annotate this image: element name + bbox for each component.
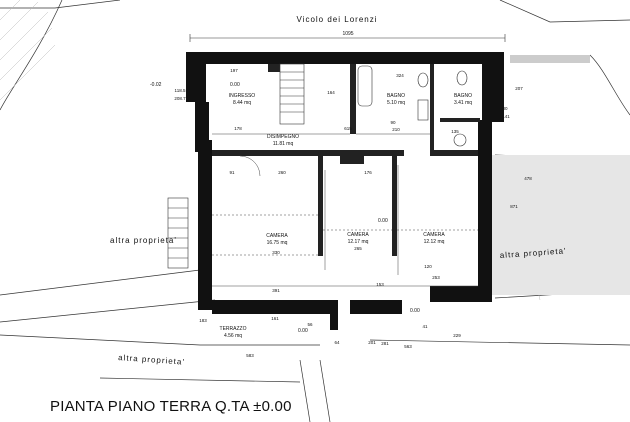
dim-label: 281: [381, 341, 389, 346]
dim-label: 164: [327, 90, 335, 95]
room-labels: INGRESSO 8.44 mq BAGNO 5.10 mq BAGNO 3.4…: [220, 93, 473, 339]
room-name: BAGNO: [387, 93, 405, 99]
dim-label: 135: [451, 129, 459, 134]
room-name: DISIMPEGNO: [267, 134, 299, 140]
dim-label: 615: [344, 126, 352, 131]
dim-label: 183: [199, 318, 207, 323]
dim-label: 563: [404, 344, 412, 349]
dim-label: 210: [392, 127, 400, 132]
room-name: CAMERA: [347, 232, 369, 238]
room-area: 5.10 mq: [387, 100, 405, 106]
level-markers: -0.02 0.00 0.00 0.00 0.00: [150, 82, 420, 334]
room-area: 3.41 mq: [454, 100, 472, 106]
stairs: [167, 63, 305, 269]
street-label: Vicolo dei Lorenzi: [296, 15, 377, 24]
room-name: CAMERA: [266, 233, 288, 239]
dim-label: 871: [510, 204, 518, 209]
dim-label: 197: [230, 68, 238, 73]
dim-label: 583: [246, 353, 254, 358]
dim-label: 229: [453, 333, 461, 338]
bath-fixtures: [357, 65, 468, 147]
dim-label: 161: [271, 316, 279, 321]
room-area: 4.56 mq: [224, 333, 242, 339]
dim-label: 41: [422, 324, 428, 329]
room-area: 12.12 mq: [424, 239, 445, 245]
dim-label: 90: [390, 120, 396, 125]
room-name: BAGNO: [454, 93, 472, 99]
dim-label: 207: [515, 86, 523, 91]
level-label: 0.00: [298, 328, 308, 334]
dim-label: 324: [396, 73, 404, 78]
plan-caption: PIANTA PIANO TERRA Q.TA ±0.00: [50, 398, 292, 415]
level-label: 0.00: [378, 218, 388, 224]
dim-label: 265: [354, 246, 362, 251]
dim-label: 64: [334, 340, 340, 345]
room-area: 16.75 mq: [267, 240, 288, 246]
interior-walls: [212, 64, 480, 256]
north-strip: [510, 55, 590, 63]
dim-label: 80: [502, 106, 508, 111]
outer-walls: [186, 52, 504, 330]
room-name: TERRAZZO: [220, 326, 247, 332]
dim-label: 330: [272, 250, 280, 255]
level-label: 0.00: [230, 82, 240, 88]
dimension-labels: 197 324 178 615 91 260 176 330 265 253 3…: [174, 68, 532, 358]
dim-label: 120: [424, 264, 432, 269]
neighbor-south-label: altra proprieta': [118, 353, 185, 367]
top-dimension-label: 1095: [342, 31, 353, 37]
dim-label: 201: [368, 340, 376, 345]
east-yard: [490, 155, 630, 295]
room-area: 12.17 mq: [348, 239, 369, 245]
room-name: INGRESSO: [229, 93, 256, 99]
neighbor-west-label: altra proprieta': [110, 236, 177, 245]
dim-label: 478: [524, 176, 532, 181]
room-area: 8.44 mq: [233, 100, 251, 106]
top-dimension: [189, 34, 506, 42]
dim-label: 178: [234, 126, 242, 131]
level-label: -0.02: [150, 82, 162, 88]
dim-label: 91: [229, 170, 235, 175]
dim-label: 176: [364, 170, 372, 175]
dim-label: 141: [502, 114, 510, 119]
interior-details: [212, 133, 478, 287]
dim-label: 253: [432, 275, 440, 280]
dim-label: 153: [376, 282, 384, 287]
dim-label: 56: [307, 322, 313, 327]
dim-label: 260: [278, 170, 286, 175]
dim-label: 118.5: [175, 88, 186, 93]
dim-label: 391: [272, 288, 280, 293]
dim-label: 208.7: [174, 96, 186, 101]
level-label: 0.00: [410, 308, 420, 314]
room-name: CAMERA: [423, 232, 445, 238]
room-area: 11.81 mq: [273, 141, 294, 147]
